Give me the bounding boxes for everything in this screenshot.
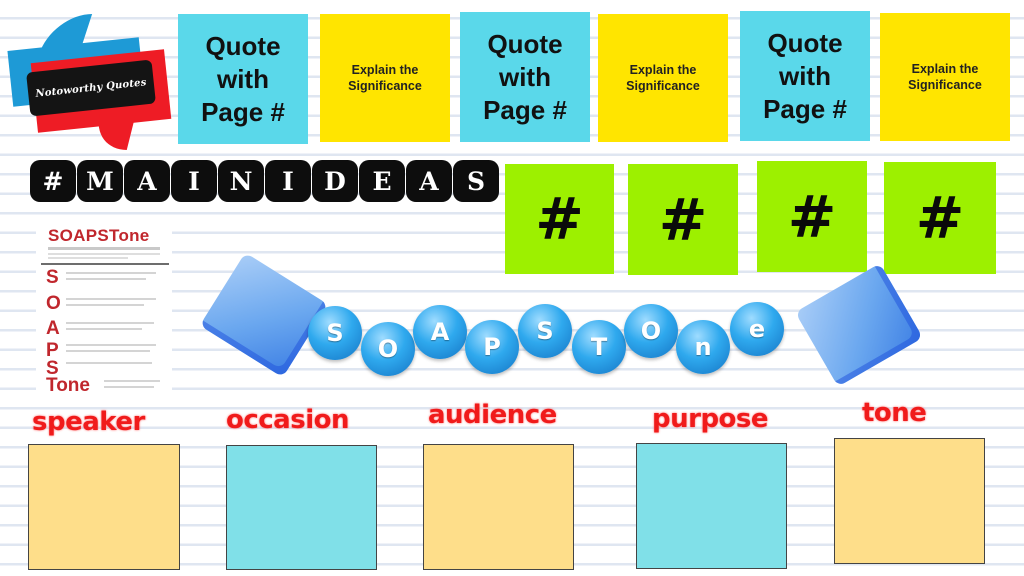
- banner-bubble: e: [730, 302, 784, 356]
- handout-text-line: [104, 380, 160, 382]
- handout-text-line: [66, 298, 156, 300]
- handout-text-line: [66, 272, 156, 274]
- main-ideas-letter: M: [77, 160, 123, 202]
- quote-tile-text: Quote with Page #: [483, 28, 567, 125]
- main-idea-tile-3[interactable]: #: [757, 161, 867, 272]
- main-ideas-letter: #: [30, 160, 76, 202]
- handout-letter: P: [46, 340, 59, 361]
- explain-tile-1[interactable]: Explain the Significance: [320, 14, 450, 142]
- sponge-left-image: [199, 252, 329, 378]
- banner-letter: T: [590, 333, 608, 361]
- soapstone-handout-thumbnail[interactable]: SOAPSTone S O A P S Tone: [36, 222, 172, 398]
- handout-letter: S: [46, 358, 59, 379]
- handout-text-line: [66, 322, 154, 324]
- handout-text-line: [66, 328, 142, 330]
- handout-letter: Tone: [46, 375, 90, 396]
- main-ideas-letter: S: [453, 160, 499, 202]
- explain-tile-text: Explain the Significance: [908, 62, 982, 92]
- banner-letter: O: [640, 317, 662, 345]
- handout-letter: O: [46, 293, 61, 314]
- main-ideas-letter: I: [265, 160, 311, 202]
- handout-text-line: [66, 350, 150, 352]
- banner-letter: n: [694, 333, 712, 361]
- quote-tile-text: Quote with Page #: [763, 27, 847, 124]
- banner-bubble: T: [572, 320, 626, 374]
- handout-letter: S: [46, 267, 59, 288]
- main-ideas-letter: A: [406, 160, 452, 202]
- banner-bubble: O: [624, 304, 678, 358]
- banner-bubble: A: [413, 305, 467, 359]
- handout-text-line: [104, 386, 154, 388]
- explain-tile-3[interactable]: Explain the Significance: [880, 13, 1010, 141]
- handout-text-line: [48, 257, 128, 259]
- purpose-response-box[interactable]: [636, 443, 787, 569]
- audience-response-box[interactable]: [423, 444, 574, 570]
- explain-tile-text: Explain the Significance: [626, 63, 700, 93]
- handout-subtitle-line: [48, 247, 160, 250]
- quote-tile-text: Quote with Page #: [201, 30, 285, 127]
- main-ideas-heading: # M A I N I D E A S: [30, 160, 499, 202]
- handout-title: SOAPSTone: [48, 226, 150, 245]
- tone-response-box[interactable]: [834, 438, 985, 564]
- category-label-speaker: speaker: [32, 407, 145, 437]
- handout-text-line: [66, 278, 146, 280]
- hash-icon: #: [658, 185, 708, 254]
- explain-tile-2[interactable]: Explain the Significance: [598, 14, 728, 142]
- category-label-audience: audience: [428, 400, 557, 430]
- main-ideas-letter: A: [124, 160, 170, 202]
- main-ideas-letter: D: [312, 160, 358, 202]
- main-ideas-letter: N: [218, 160, 264, 202]
- banner-letter: O: [377, 335, 399, 363]
- banner-letter: P: [483, 333, 501, 361]
- banner-letter: A: [430, 318, 450, 346]
- banner-bubble: n: [676, 320, 730, 374]
- quote-tile-1[interactable]: Quote with Page #: [178, 14, 308, 144]
- hash-icon: #: [535, 185, 584, 253]
- banner-bubble: S: [308, 306, 362, 360]
- handout-text-line: [66, 304, 144, 306]
- main-idea-tile-2[interactable]: #: [628, 164, 738, 275]
- banner-letter: S: [536, 317, 554, 345]
- banner-bubble: S: [518, 304, 572, 358]
- handout-divider: [41, 263, 169, 265]
- handout-text-line: [66, 362, 152, 364]
- handout-text-line: [48, 253, 160, 255]
- banner-bubble: P: [465, 320, 519, 374]
- category-label-tone: tone: [862, 398, 927, 428]
- hash-icon: #: [787, 182, 837, 251]
- quote-tile-3[interactable]: Quote with Page #: [740, 11, 870, 141]
- hash-icon: #: [915, 184, 965, 252]
- category-label-purpose: purpose: [652, 404, 769, 434]
- banner-letter: e: [748, 315, 766, 343]
- main-idea-tile-4[interactable]: #: [884, 162, 996, 274]
- notable-quotes-logo: Notoworthy Quotes: [6, 8, 172, 153]
- main-ideas-letter: I: [171, 160, 217, 202]
- banner-letter: S: [326, 319, 344, 347]
- handout-letter: A: [46, 318, 60, 339]
- handout-text-line: [66, 344, 156, 346]
- sponge-right-image: [795, 263, 923, 387]
- quote-tile-2[interactable]: Quote with Page #: [460, 12, 590, 142]
- explain-tile-text: Explain the Significance: [348, 63, 422, 93]
- speaker-response-box[interactable]: [28, 444, 180, 570]
- occasion-response-box[interactable]: [226, 445, 377, 570]
- category-label-occasion: occasion: [226, 405, 350, 435]
- main-ideas-letter: E: [359, 160, 405, 202]
- banner-bubble: O: [361, 322, 415, 376]
- logo-text: Notoworthy Quotes: [34, 76, 148, 100]
- main-idea-tile-1[interactable]: #: [505, 164, 614, 274]
